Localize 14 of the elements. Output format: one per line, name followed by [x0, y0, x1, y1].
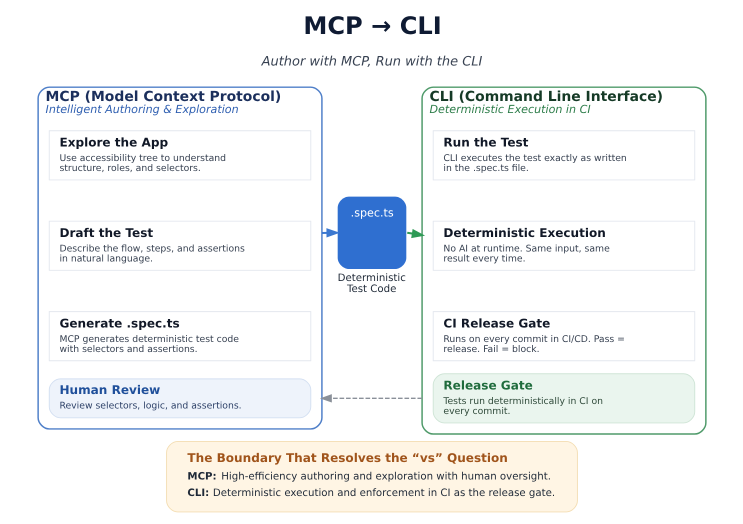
node-box: Draft the Test Describe the flow, steps, and assertions in natural language. — [48, 220, 311, 271]
node-box: The Boundary That Resolves the “vs” Question MCP: High-efficiency authoring and exploration with human oversight. CLI: Deterministic execution and enforcement in CI as the release gate. — [166, 441, 578, 512]
node-box: Human Review Review selectors, logic, and assertions. — [48, 378, 311, 418]
node-box: .spec.ts — [337, 196, 406, 269]
node-box: Run the Test CLI executes the test exactly as written in the .spec.ts file. — [432, 130, 695, 180]
node-box: Explore the App Use accessibility tree to understand structure, roles, and selectors. — [48, 130, 311, 180]
diagram-title: MCP → CLI — [302, 12, 442, 40]
arrow — [319, 394, 422, 402]
node-label: Deterministic Test Code — [337, 272, 406, 295]
label: Author with MCP, Run with the CLI — [261, 54, 482, 70]
node-box: CI Release Gate Runs on every commit in CI/CD. Pass = release. Fail = block. — [432, 311, 695, 362]
node-box: Release Gate Tests run deterministically in CI on every commit. — [432, 373, 695, 424]
node-box: Deterministic Execution No AI at runtime. Same input, same result every time. — [432, 220, 695, 271]
node-box: Generate .spec.ts MCP generates deterministic test code with selectors and assertions. — [48, 311, 311, 362]
